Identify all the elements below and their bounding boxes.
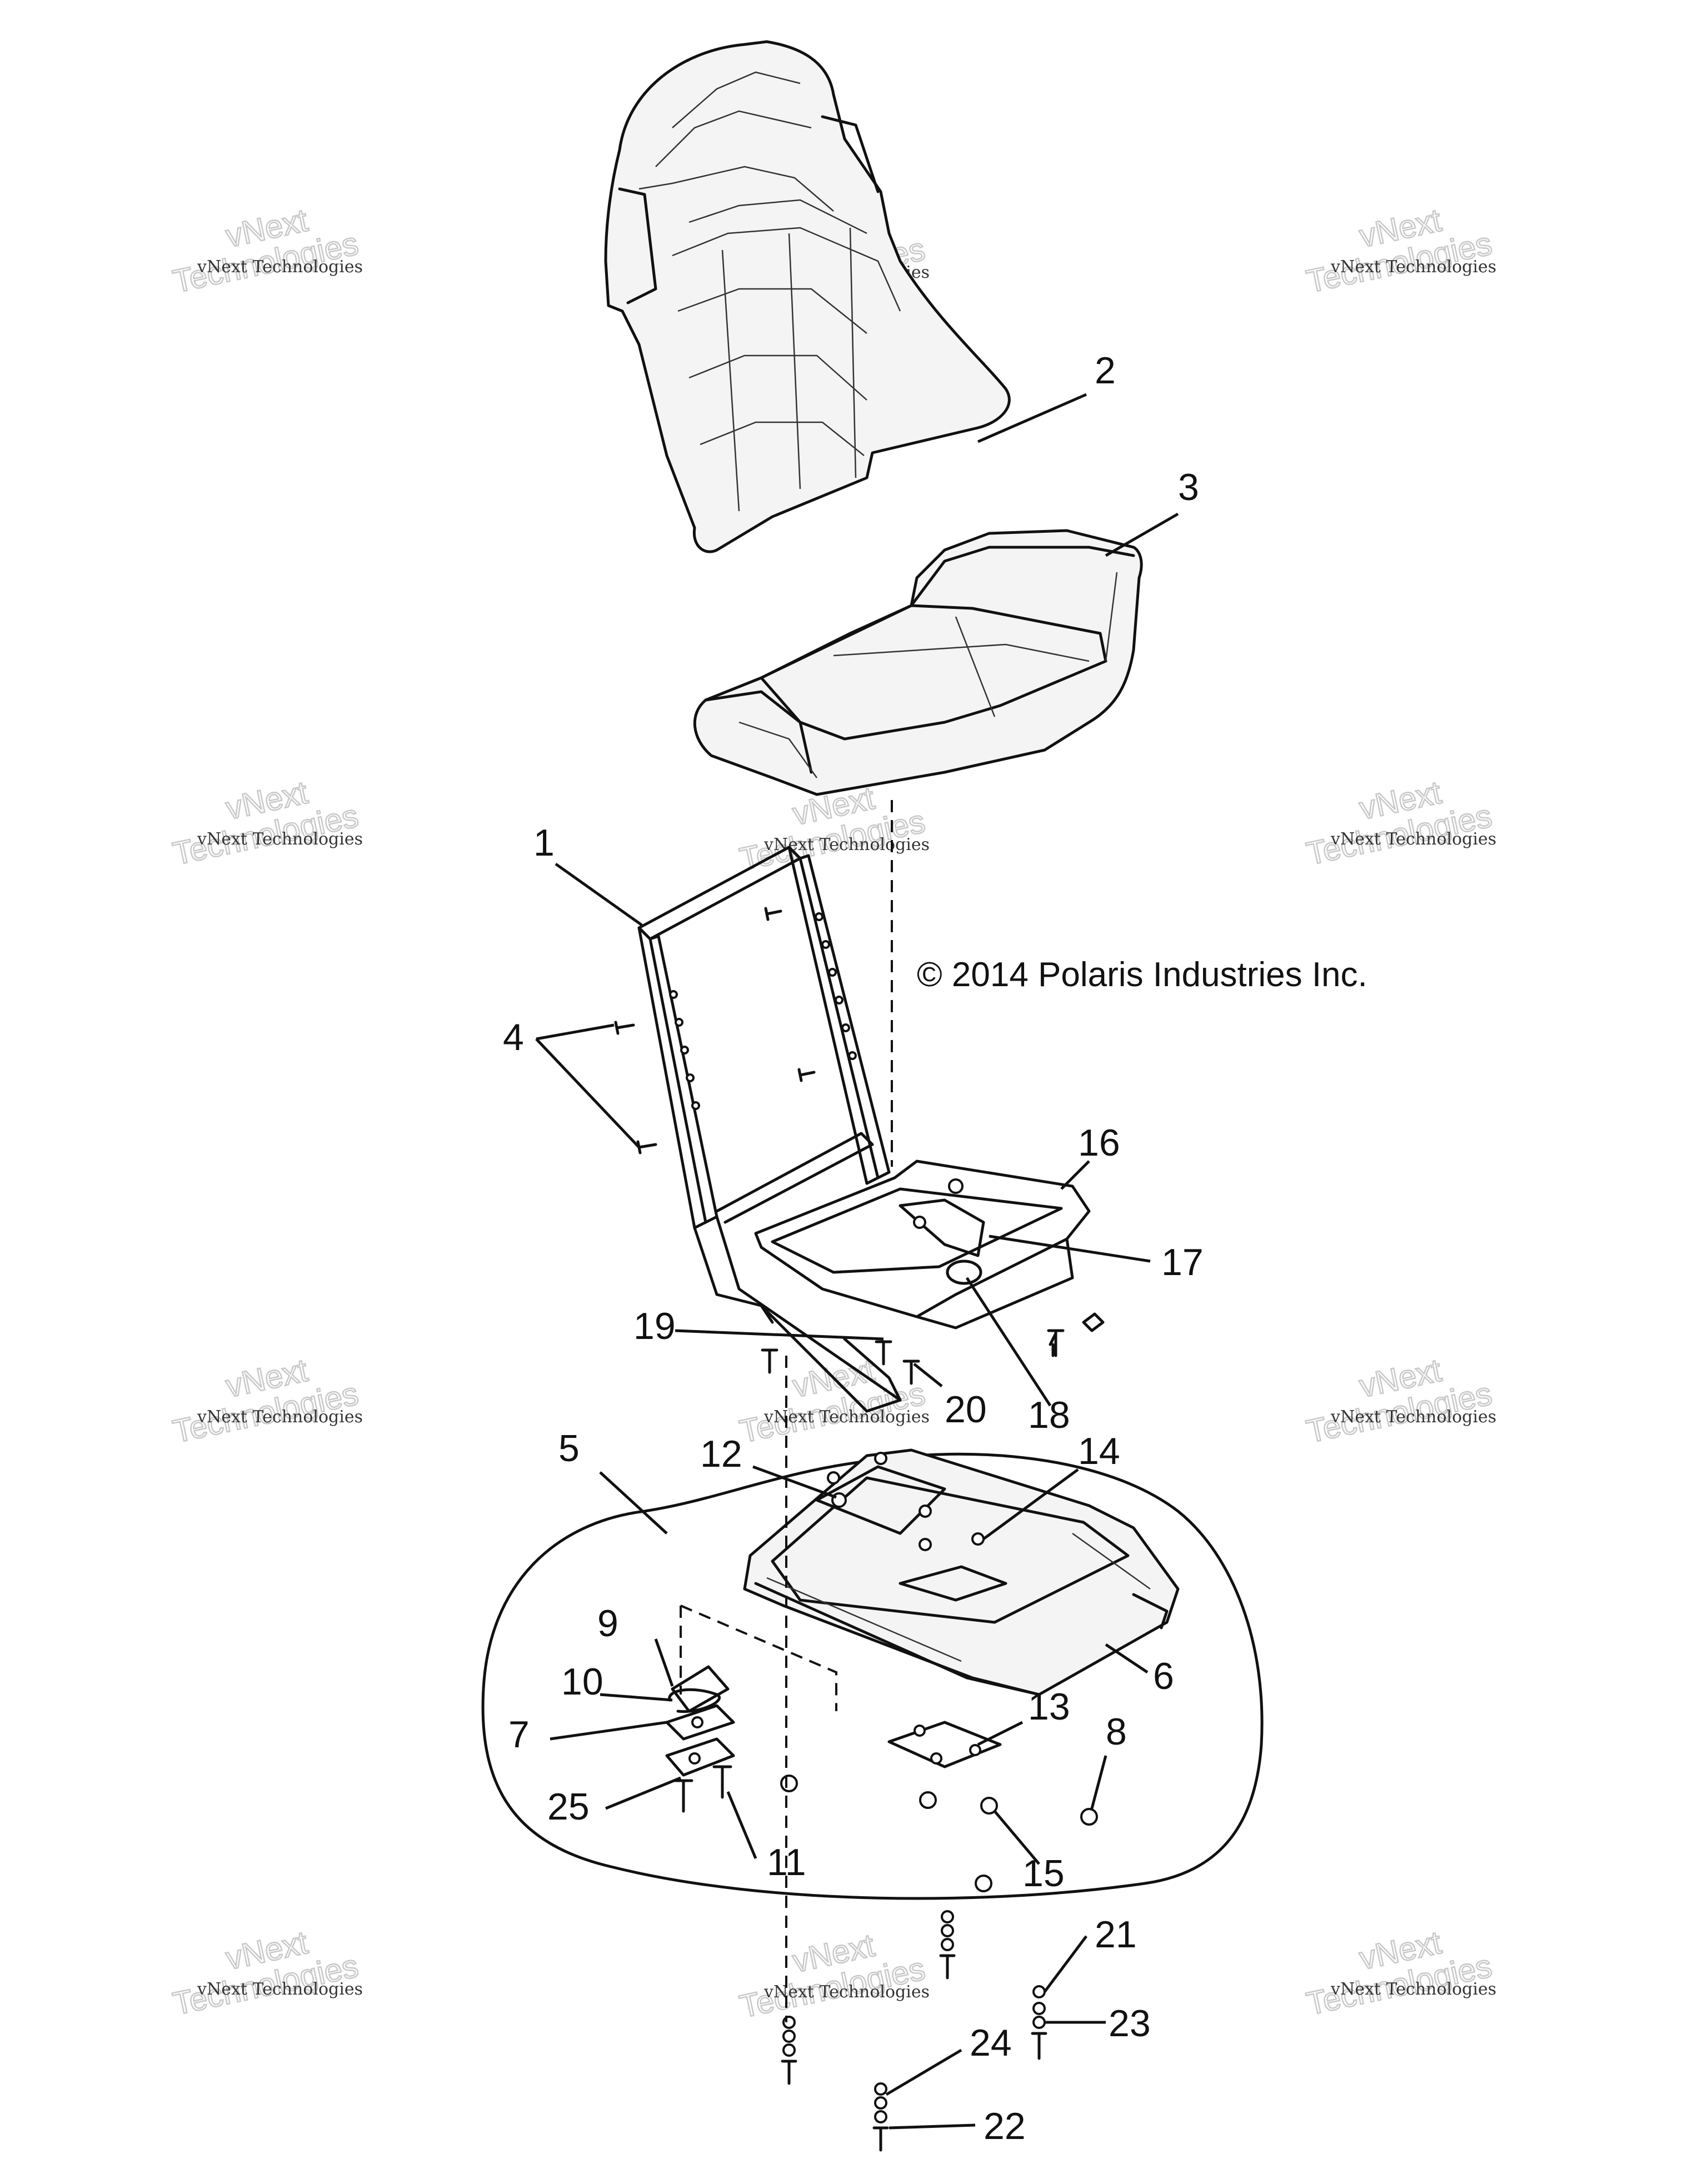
callout-15: 15: [1022, 1852, 1065, 1895]
seat-frame: [637, 846, 902, 1413]
frame-pins: [614, 907, 816, 1155]
watermark-bottom-left: vNext Technologies vNext Technologies: [169, 1923, 363, 2022]
callout-13: 13: [1028, 1686, 1070, 1728]
callout-5: 5: [558, 1427, 580, 1470]
callout-22: 22: [984, 2105, 1026, 2147]
copyright-notice: © 2014 Polaris Industries Inc.: [917, 956, 1367, 994]
fasteners: [761, 1329, 1065, 2152]
callout-23: 23: [1109, 2002, 1151, 2045]
detail-bubble: [481, 1452, 1264, 1900]
callout-17: 17: [1161, 1241, 1204, 1283]
callout-12: 12: [700, 1433, 742, 1475]
watermark-lower-left: vNext Technologies vNext Technologies: [169, 1351, 363, 1450]
svg-text:vNext Technologies: vNext Technologies: [1330, 257, 1496, 277]
callout-2: 2: [1095, 349, 1116, 392]
callout-21: 21: [1095, 1913, 1137, 1956]
watermark-mid-right: vNext Technologies vNext Technologies: [1302, 773, 1496, 872]
callout-3: 3: [1178, 466, 1199, 508]
watermark-mid-left: vNext Technologies vNext Technologies: [169, 773, 363, 872]
svg-text:vNext Technologies: vNext Technologies: [763, 835, 930, 854]
alignment-lines: [680, 800, 893, 2022]
callout-25: 25: [547, 1786, 590, 1828]
callout-4: 4: [503, 1016, 524, 1058]
callout-20: 20: [945, 1388, 987, 1431]
svg-text:vNext Technologies: vNext Technologies: [197, 1980, 363, 1999]
svg-text:vNext Technologies: vNext Technologies: [197, 1407, 363, 1427]
callout-1: 1: [533, 822, 555, 864]
callout-7: 7: [508, 1713, 530, 1756]
slider-base: [743, 1448, 1180, 1696]
watermark-bottom-right: vNext Technologies vNext Technologies: [1302, 1923, 1496, 2022]
watermark-lower-right: vNext Technologies vNext Technologies: [1302, 1351, 1496, 1450]
svg-text:vNext Technologies: vNext Technologies: [1330, 1980, 1496, 1999]
svg-text:vNext Technologies: vNext Technologies: [197, 257, 363, 277]
callout-8: 8: [1106, 1711, 1127, 1753]
callout-9: 9: [597, 1602, 618, 1645]
leader-lines: [535, 393, 1179, 2130]
callout-10: 10: [561, 1661, 603, 1703]
latch-assembly: [665, 1665, 735, 1813]
callout-14: 14: [1078, 1430, 1120, 1472]
svg-text:vNext Technologies: vNext Technologies: [197, 829, 363, 849]
callout-16: 16: [1078, 1122, 1120, 1164]
slider-plate: [754, 1160, 1105, 1357]
callout-6: 6: [1153, 1655, 1174, 1697]
callout-18: 18: [1028, 1394, 1070, 1436]
svg-text:vNext Technologies: vNext Technologies: [763, 1407, 930, 1427]
seat-bottom: [693, 529, 1143, 796]
svg-text:vNext Technologies: vNext Technologies: [763, 1982, 930, 2002]
callout-19: 19: [633, 1305, 676, 1347]
callout-labels: 1 2 3 4 5 6 7 8 9 10 11 12 13 14 15 16 1…: [503, 349, 1204, 2147]
watermark-top-left: vNext Technologies vNext Technologies: [169, 201, 363, 300]
watermark-bottom-center: vNext Technologies vNext Technologies: [736, 1926, 930, 2025]
svg-text:vNext Technologies: vNext Technologies: [1330, 1407, 1496, 1427]
callout-24: 24: [970, 2022, 1012, 2064]
watermark-top-right: vNext Technologies vNext Technologies: [1302, 201, 1496, 300]
svg-text:vNext Technologies: vNext Technologies: [1330, 829, 1496, 849]
callout-11: 11: [767, 1841, 806, 1883]
seat-back: [604, 40, 1011, 553]
nut-plate: [887, 1721, 1002, 1768]
